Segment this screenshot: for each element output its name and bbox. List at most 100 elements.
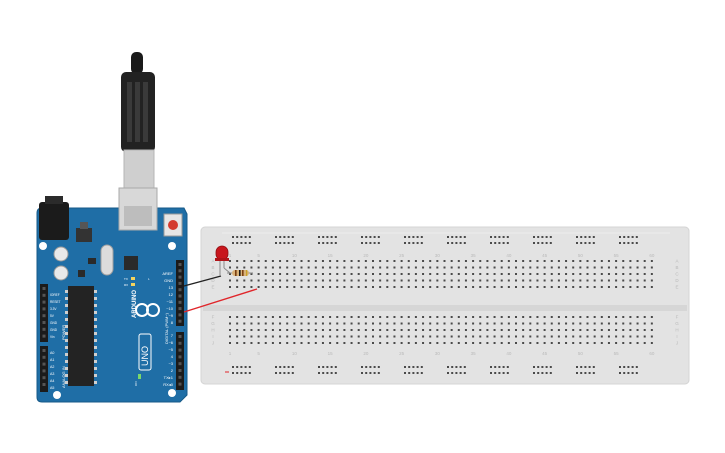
breadboard-hole[interactable] xyxy=(586,266,589,269)
rail-hole[interactable] xyxy=(291,372,294,374)
header-hole[interactable] xyxy=(178,348,182,352)
breadboard-hole[interactable] xyxy=(307,322,310,325)
breadboard-hole[interactable] xyxy=(329,322,332,325)
breadboard-hole[interactable] xyxy=(336,342,339,344)
breadboard-hole[interactable] xyxy=(307,335,310,338)
breadboard-hole[interactable] xyxy=(443,329,446,331)
rail-hole[interactable] xyxy=(502,236,505,238)
breadboard-hole[interactable] xyxy=(500,279,503,282)
breadboard-hole[interactable] xyxy=(650,266,653,269)
rail-hole[interactable] xyxy=(533,242,535,244)
breadboard-hole[interactable] xyxy=(579,286,582,288)
breadboard-hole[interactable] xyxy=(457,316,460,318)
rail-hole[interactable] xyxy=(619,242,621,244)
breadboard-hole[interactable] xyxy=(550,329,553,331)
breadboard-hole[interactable] xyxy=(343,342,346,344)
rail-hole[interactable] xyxy=(318,236,320,238)
rail-hole[interactable] xyxy=(545,242,548,244)
breadboard-hole[interactable] xyxy=(629,279,632,282)
breadboard-hole[interactable] xyxy=(350,260,353,262)
rail-hole[interactable] xyxy=(334,372,337,374)
breadboard-hole[interactable] xyxy=(379,342,382,344)
breadboard-hole[interactable] xyxy=(472,279,475,282)
breadboard-hole[interactable] xyxy=(364,316,367,318)
breadboard-hole[interactable] xyxy=(257,335,260,338)
breadboard-hole[interactable] xyxy=(229,273,231,275)
rail-hole[interactable] xyxy=(447,242,449,244)
breadboard-hole[interactable] xyxy=(515,342,517,344)
rail-hole[interactable] xyxy=(592,236,595,238)
rail-hole[interactable] xyxy=(533,372,535,374)
breadboard-hole[interactable] xyxy=(515,273,517,275)
rail-hole[interactable] xyxy=(627,242,630,244)
breadboard-hole[interactable] xyxy=(422,335,425,338)
breadboard-hole[interactable] xyxy=(300,266,303,269)
rail-hole[interactable] xyxy=(248,236,251,238)
breadboard-hole[interactable] xyxy=(443,322,446,325)
breadboard-hole[interactable] xyxy=(515,329,517,331)
breadboard-hole[interactable] xyxy=(622,329,625,331)
breadboard-hole[interactable] xyxy=(414,322,417,325)
rail-hole[interactable] xyxy=(334,242,337,244)
breadboard-hole[interactable] xyxy=(479,329,482,331)
header-hole[interactable] xyxy=(42,355,46,359)
rail-hole[interactable] xyxy=(451,236,454,238)
rail-hole[interactable] xyxy=(537,366,540,368)
breadboard-hole[interactable] xyxy=(600,266,603,269)
rail-hole[interactable] xyxy=(283,372,286,374)
breadboard-hole[interactable] xyxy=(572,279,575,282)
rail-hole[interactable] xyxy=(248,242,251,244)
breadboard-hole[interactable] xyxy=(629,329,632,331)
breadboard-hole[interactable] xyxy=(522,316,525,318)
breadboard-hole[interactable] xyxy=(636,322,639,325)
breadboard-hole[interactable] xyxy=(536,279,539,282)
breadboard-hole[interactable] xyxy=(364,342,367,344)
breadboard-hole[interactable] xyxy=(293,316,296,318)
breadboard-hole[interactable] xyxy=(579,316,582,318)
rail-hole[interactable] xyxy=(631,236,634,238)
breadboard-hole[interactable] xyxy=(393,335,396,338)
header-hole[interactable] xyxy=(178,382,182,386)
rail-hole[interactable] xyxy=(369,372,372,374)
breadboard-hole[interactable] xyxy=(400,266,403,269)
rail-hole[interactable] xyxy=(240,366,243,368)
breadboard-hole[interactable] xyxy=(579,260,582,262)
breadboard-hole[interactable] xyxy=(400,335,403,338)
breadboard-hole[interactable] xyxy=(586,260,589,262)
breadboard-hole[interactable] xyxy=(565,335,568,338)
rail-hole[interactable] xyxy=(576,242,578,244)
breadboard-hole[interactable] xyxy=(650,329,653,331)
rail-hole[interactable] xyxy=(240,236,243,238)
rail-hole[interactable] xyxy=(412,236,415,238)
rail-hole[interactable] xyxy=(498,366,501,368)
rail-hole[interactable] xyxy=(459,242,462,244)
header-hole[interactable] xyxy=(42,362,46,366)
breadboard-hole[interactable] xyxy=(364,286,367,288)
rail-hole[interactable] xyxy=(455,366,458,368)
header-hole[interactable] xyxy=(42,321,46,324)
breadboard-hole[interactable] xyxy=(450,279,453,282)
breadboard-hole[interactable] xyxy=(400,329,403,331)
rail-hole[interactable] xyxy=(416,366,419,368)
breadboard-hole[interactable] xyxy=(286,342,289,344)
breadboard-hole[interactable] xyxy=(486,286,489,288)
breadboard-hole[interactable] xyxy=(586,322,589,325)
breadboard-holes[interactable] xyxy=(229,236,653,374)
rail-hole[interactable] xyxy=(365,372,368,374)
breadboard-hole[interactable] xyxy=(615,260,618,262)
breadboard-hole[interactable] xyxy=(579,342,582,344)
breadboard-hole[interactable] xyxy=(329,316,332,318)
rail-hole[interactable] xyxy=(377,372,380,374)
breadboard-hole[interactable] xyxy=(593,273,596,275)
breadboard-hole[interactable] xyxy=(443,260,446,262)
breadboard-hole[interactable] xyxy=(321,342,324,344)
breadboard-hole[interactable] xyxy=(429,286,432,288)
breadboard-hole[interactable] xyxy=(593,335,596,338)
breadboard-hole[interactable] xyxy=(543,279,546,282)
breadboard-hole[interactable] xyxy=(615,279,618,282)
breadboard-hole[interactable] xyxy=(565,322,568,325)
breadboard-hole[interactable] xyxy=(307,279,310,282)
breadboard-hole[interactable] xyxy=(229,316,231,318)
breadboard-hole[interactable] xyxy=(271,329,274,331)
breadboard-hole[interactable] xyxy=(350,329,353,331)
